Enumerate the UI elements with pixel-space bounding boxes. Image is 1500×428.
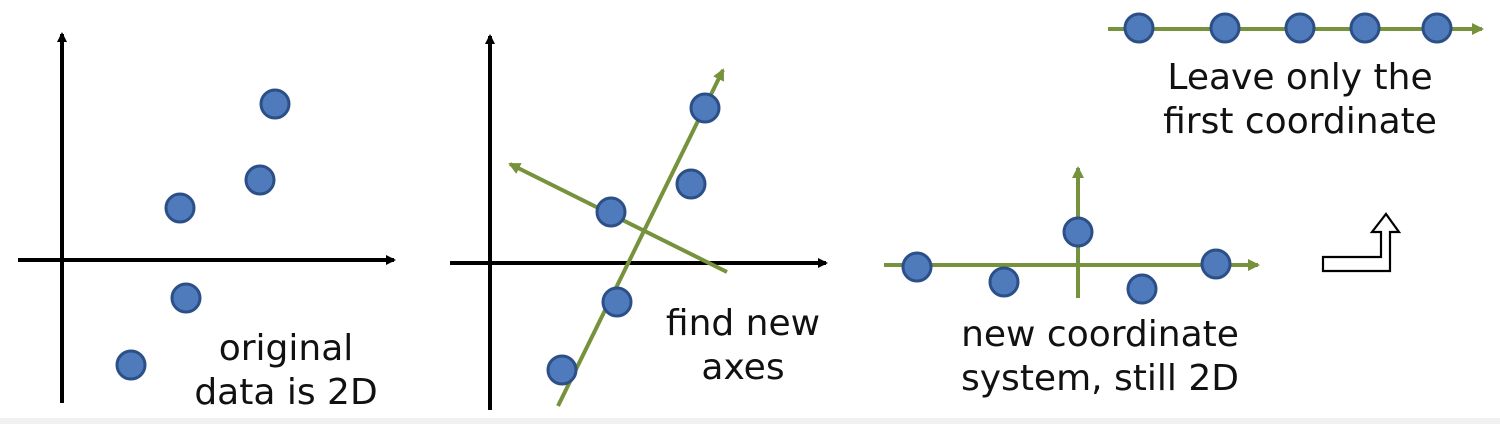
caption-line: Leave only the — [1167, 57, 1433, 98]
panel-new-system — [884, 166, 1260, 305]
data-point — [1209, 12, 1241, 44]
caption-line: data is 2D — [194, 372, 378, 413]
data-point — [244, 164, 276, 196]
caption-new-axes: find new axes — [648, 302, 838, 390]
caption-new-system: new coordinate system, still 2D — [930, 313, 1270, 401]
data-point — [901, 251, 933, 283]
caption-line: system, still 2D — [961, 358, 1239, 399]
caption-line: find new — [665, 303, 821, 344]
caption-one-dimension: Leave only the first coordinate — [1140, 56, 1460, 144]
data-point — [1284, 12, 1316, 44]
up-right-outline-arrow-icon — [1321, 212, 1402, 273]
caption-original: original data is 2D — [176, 327, 396, 415]
data-point — [1123, 12, 1155, 44]
panel-new-axes — [450, 34, 828, 410]
data-point — [1062, 216, 1094, 248]
caption-line: new coordinate — [961, 314, 1239, 355]
data-point — [1349, 12, 1381, 44]
data-point — [170, 282, 202, 314]
data-point — [164, 192, 196, 224]
caption-line: first coordinate — [1163, 101, 1437, 142]
bottom-strip — [0, 418, 1500, 424]
data-point — [595, 196, 627, 228]
data-point — [259, 88, 291, 120]
principal-axis-1 — [556, 68, 725, 407]
data-point — [1421, 12, 1453, 44]
data-point — [1126, 273, 1158, 305]
data-point — [988, 266, 1020, 298]
caption-line: original — [218, 328, 354, 369]
data-point — [115, 349, 147, 381]
panel-one-dimension — [1108, 12, 1484, 44]
data-point — [689, 92, 721, 124]
data-point — [675, 168, 707, 200]
caption-line: axes — [701, 347, 785, 388]
data-point — [1200, 248, 1232, 280]
data-point — [601, 286, 633, 318]
data-point — [546, 354, 578, 386]
panel-original — [18, 32, 396, 403]
